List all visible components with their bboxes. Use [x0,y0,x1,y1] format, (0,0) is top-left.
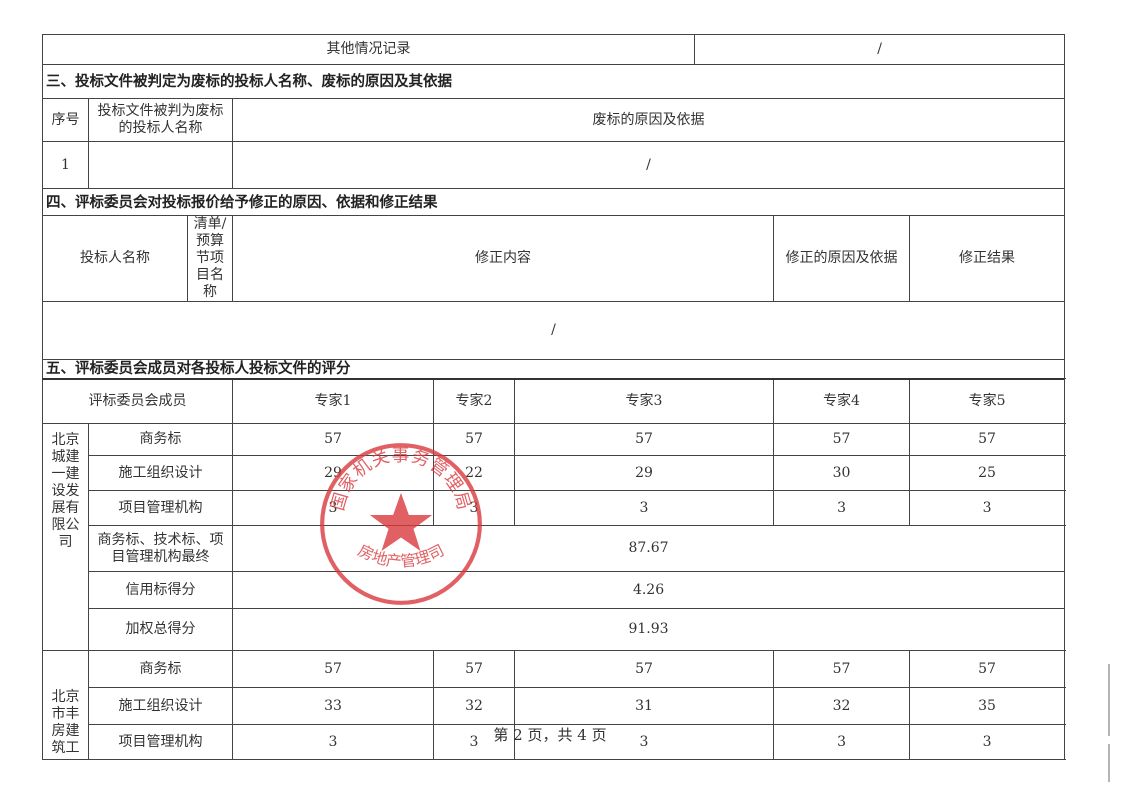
document-page: 其他情况记录 / 三、投标文件被判定为废标的投标人名称、废标的原因及其依据 序号… [41,34,1066,760]
expert-header: 专家3 [513,378,775,424]
bidder-name: 北京城建一建设发展有限公司 [42,423,89,651]
score-cell: 3 [909,490,1066,526]
score-row: 北京城建一建设发展有限公司 商务标 57 57 57 57 57 [42,423,1066,651]
score-cell: 57 [909,423,1066,456]
scan-edge-mark [1108,664,1110,736]
score-cell: 25 [909,455,1066,491]
section3-header-row: 序号 投标文件被判为废标的投标人名称 废标的原因及依据 [42,98,1066,142]
score-cell: 33 [232,687,434,725]
bidder-name: 北京市丰房建筑工 [42,650,89,760]
final-score-label: 商务标、技术标、项目管理机构最终 [88,525,233,572]
score-row: 施工组织设计 29 22 29 30 25 [43,455,1066,491]
section4-header-row: 投标人名称 清单/预算节项目名称 修正内容 修正的原因及依据 修正结果 [42,215,1066,302]
weighted-score-row: 加权总得分 91.93 [43,608,1066,651]
col-correction-result-header: 修正结果 [909,215,1066,302]
scan-edge-mark [1108,744,1110,782]
score-category: 施工组织设计 [88,455,233,491]
score-category: 项目管理机构 [88,490,233,526]
weighted-score-value: 91.93 [231,608,1066,651]
score-row: 项目管理机构 3 3 3 3 3 [43,724,1066,760]
score-row: 施工组织设计 33 32 31 32 35 [43,687,1066,725]
score-cell: 57 [433,650,515,688]
credit-score-row: 信用标得分 4.26 [43,571,1066,609]
score-cell: 57 [773,650,911,688]
invalid-bidder-cell [88,141,233,189]
score-cell: 22 [433,455,515,491]
score-cell: 29 [513,455,775,491]
expert-header: 专家1 [232,378,434,424]
col-item-name-header: 清单/预算节项目名称 [187,215,233,302]
score-cell: 29 [232,455,434,491]
score-cell: 3 [773,490,911,526]
col-bidder-name-header: 投标人名称 [42,215,188,302]
score-cell: 3 [773,724,911,760]
score-row: 北京市丰房建筑工 商务标 57 57 57 57 57 [42,650,1066,760]
other-situation-label: 其他情况记录 [41,34,696,65]
score-cell: 57 [909,650,1066,688]
section5-title: 五、评标委员会成员对各投标人投标文件的评分 [41,359,1066,380]
credit-score-label: 信用标得分 [88,571,233,609]
score-cell: 3 [909,724,1066,760]
expert-header: 专家4 [773,378,911,424]
row-no: 1 [42,141,89,189]
weighted-score-label: 加权总得分 [88,608,233,651]
score-cell: 3 [433,490,515,526]
score-cell: 32 [433,687,515,725]
section3-title: 三、投标文件被判定为废标的投标人名称、废标的原因及其依据 [41,64,1066,99]
invalid-reason-cell: / [231,141,1066,189]
score-cell: 57 [433,423,515,456]
score-category: 商务标 [88,650,233,688]
section4-title: 四、评标委员会对投标报价给予修正的原因、依据和修正结果 [41,188,1066,216]
other-situation-value: / [694,34,1066,65]
expert-header: 专家5 [909,378,1066,424]
col-invalid-reason-header: 废标的原因及依据 [231,98,1066,142]
score-cell: 30 [773,455,911,491]
col-no-header: 序号 [42,98,89,142]
score-cell: 3 [513,724,775,760]
score-category: 商务标 [88,423,233,456]
score-row: 项目管理机构 3 3 3 3 3 [43,490,1066,526]
score-cell: 32 [773,687,911,725]
page-footer: 第 2 页，共 4 页 [493,726,607,744]
expert-header: 专家2 [433,378,515,424]
score-cell: 3 [232,490,434,526]
final-score-value: 87.67 [231,525,1066,572]
score-cell: 3 [433,724,515,760]
evaluation-form-table: 其他情况记录 / 三、投标文件被判定为废标的投标人名称、废标的原因及其依据 序号… [41,34,1066,760]
score-cell: 35 [909,687,1066,725]
score-category: 项目管理机构 [88,724,233,760]
score-category: 施工组织设计 [88,687,233,725]
col-correction-content-header: 修正内容 [231,215,775,302]
score-cell: 3 [513,490,775,526]
score-cell: 57 [232,650,434,688]
correction-empty-cell: / [41,301,1066,360]
other-situation-row: 其他情况记录 / [41,34,1066,65]
score-cell: 31 [513,687,775,725]
col-correction-reason-header: 修正的原因及依据 [773,215,911,302]
score-cell: 57 [232,423,434,456]
credit-score-value: 4.26 [231,571,1066,609]
score-cell: 57 [513,650,775,688]
score-cell: 57 [513,423,775,456]
final-score-row: 商务标、技术标、项目管理机构最终 87.67 [43,525,1066,572]
section5-header-row: 评标委员会成员 专家1 专家2 专家3 专家4 专家5 …… [42,378,1066,424]
member-header: 评标委员会成员 [42,378,233,424]
col-invalid-bidder-header: 投标文件被判为废标的投标人名称 [88,98,233,142]
section3-data-row: 1 / [42,141,1066,189]
score-cell: 57 [773,423,911,456]
